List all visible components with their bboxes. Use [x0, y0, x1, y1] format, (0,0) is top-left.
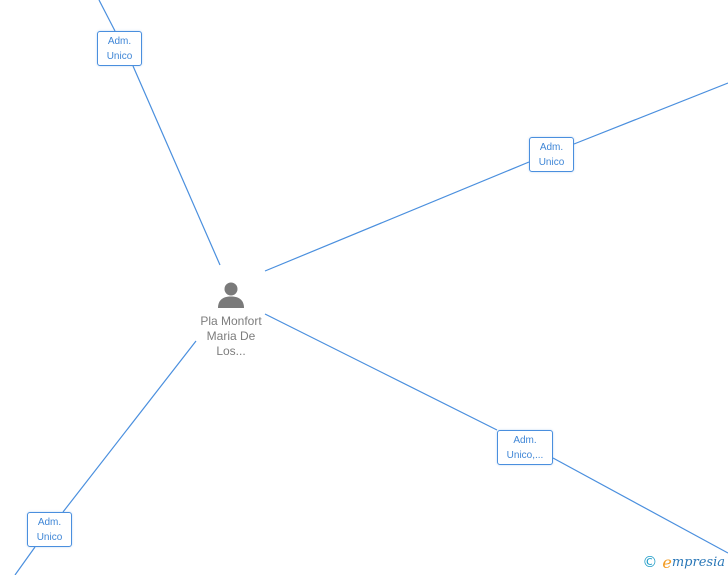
edge-top-right-outer: [573, 82, 728, 145]
person-name[interactable]: Pla Monfort Maria De Los...: [183, 314, 279, 359]
relation-label-adm-unico-bottom-right[interactable]: Adm. Unico,...: [497, 430, 553, 465]
relation-label-line-2: Unico: [36, 532, 63, 543]
person-name-line-1: Pla Monfort: [200, 314, 262, 328]
person-icon: [218, 282, 244, 308]
person-node[interactable]: Pla Monfort Maria De Los...: [183, 280, 279, 359]
edge-top-left: [132, 65, 221, 266]
person-name-line-3: Los...: [216, 344, 246, 358]
brand-logo-initial: e: [662, 552, 672, 572]
relation-label-line-1: Adm.: [107, 36, 132, 47]
relation-label-line-2: Unico: [538, 157, 565, 168]
edge-bottom-right-outer: [552, 457, 728, 554]
relation-label-line-2: Unico: [106, 51, 133, 62]
edge-bottom-right: [264, 313, 498, 431]
brand-logo-text: mpresia: [671, 554, 725, 570]
relation-label-adm-unico-bottom-left[interactable]: Adm. Unico: [27, 512, 72, 547]
brand-watermark: © e mpresia: [642, 552, 725, 572]
edge-bottom-left: [62, 340, 197, 513]
relation-label-adm-unico-top-left[interactable]: Adm. Unico: [97, 31, 142, 66]
relation-label-line-1: Adm.: [37, 517, 62, 528]
edge-bottom-left-outer: [14, 546, 36, 575]
person-name-line-2: Maria De: [206, 329, 256, 343]
relation-label-line-1: Adm.: [539, 142, 564, 153]
edge-top-left-outer: [98, 0, 116, 32]
copyright-icon: ©: [642, 553, 658, 571]
edge-top-right: [264, 161, 530, 272]
relation-label-line-1: Adm.: [513, 435, 537, 446]
relation-label-adm-unico-top-right[interactable]: Adm. Unico: [529, 137, 574, 172]
relation-label-line-2: Unico,...: [506, 450, 544, 461]
